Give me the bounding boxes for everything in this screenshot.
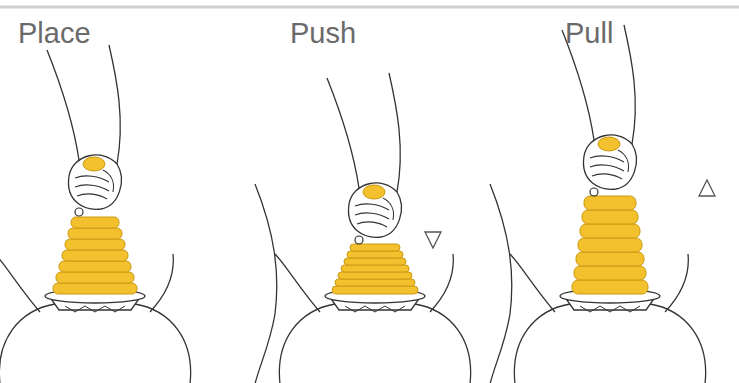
bellows-ring [62,250,128,261]
bellows-ring [572,280,648,294]
step-label: Pull [565,18,613,50]
bellows-ring [53,283,137,294]
bellows-ring [578,238,642,252]
hand [47,45,121,216]
head-outline [490,184,706,383]
step-label: Place [18,18,91,50]
step-label: Push [290,18,356,50]
bellows-ring [332,286,418,294]
bellows [53,217,137,294]
top-rule [0,6,739,9]
down-arrow [425,232,441,248]
bellows-ring [338,272,412,279]
bellows-ring [344,258,406,265]
place-figure [0,184,191,383]
bellows-ring [350,244,400,251]
pull-figure [490,184,706,383]
bellows-ring [65,239,125,250]
bellows [572,196,648,294]
up-arrow [699,180,715,196]
bellows-ring [347,251,403,258]
bellows-ring [56,272,134,283]
bellows-ring [584,196,636,210]
bellows [332,244,418,294]
bellows-ring [341,265,409,272]
hand [327,73,401,244]
bellows-ring [335,279,415,286]
bellows-ring [59,261,131,272]
bellows-ring [71,217,119,228]
bellows-ring [582,210,638,224]
hand [562,25,636,196]
head-outline [0,184,191,383]
bellows-ring [68,228,122,239]
bellows-ring [580,224,640,238]
bellows-ring [576,252,644,266]
bellows-ring [574,266,646,280]
